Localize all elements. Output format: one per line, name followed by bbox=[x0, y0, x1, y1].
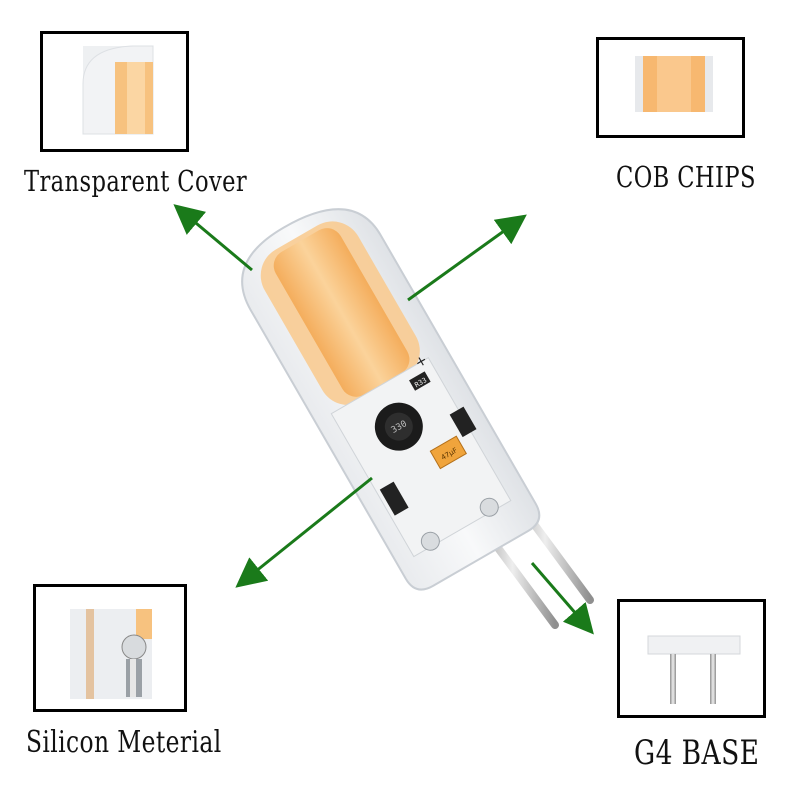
g4-base-box bbox=[617, 599, 766, 718]
arrow-to-cover bbox=[173, 204, 253, 272]
arrow-to-silicon bbox=[235, 476, 373, 588]
arrow-to-chips bbox=[407, 214, 527, 302]
cob-chips-box bbox=[596, 37, 745, 138]
cover-detail-image bbox=[82, 45, 154, 135]
g4-base-label: G4 BASE bbox=[634, 733, 760, 773]
cob-chips-label: COB CHIPS bbox=[616, 160, 756, 194]
silicon-material-box bbox=[33, 584, 187, 712]
arrow-to-base bbox=[530, 562, 594, 635]
base-detail-image bbox=[647, 635, 741, 704]
silicon-detail-image bbox=[70, 609, 152, 699]
transparent-cover-box bbox=[40, 31, 189, 152]
chips-detail-image bbox=[635, 56, 713, 112]
led-bulb bbox=[241, 208, 541, 591]
transparent-cover-label: Transparent Cover bbox=[24, 164, 248, 198]
silicon-material-label: Silicon Meterial bbox=[26, 725, 222, 760]
